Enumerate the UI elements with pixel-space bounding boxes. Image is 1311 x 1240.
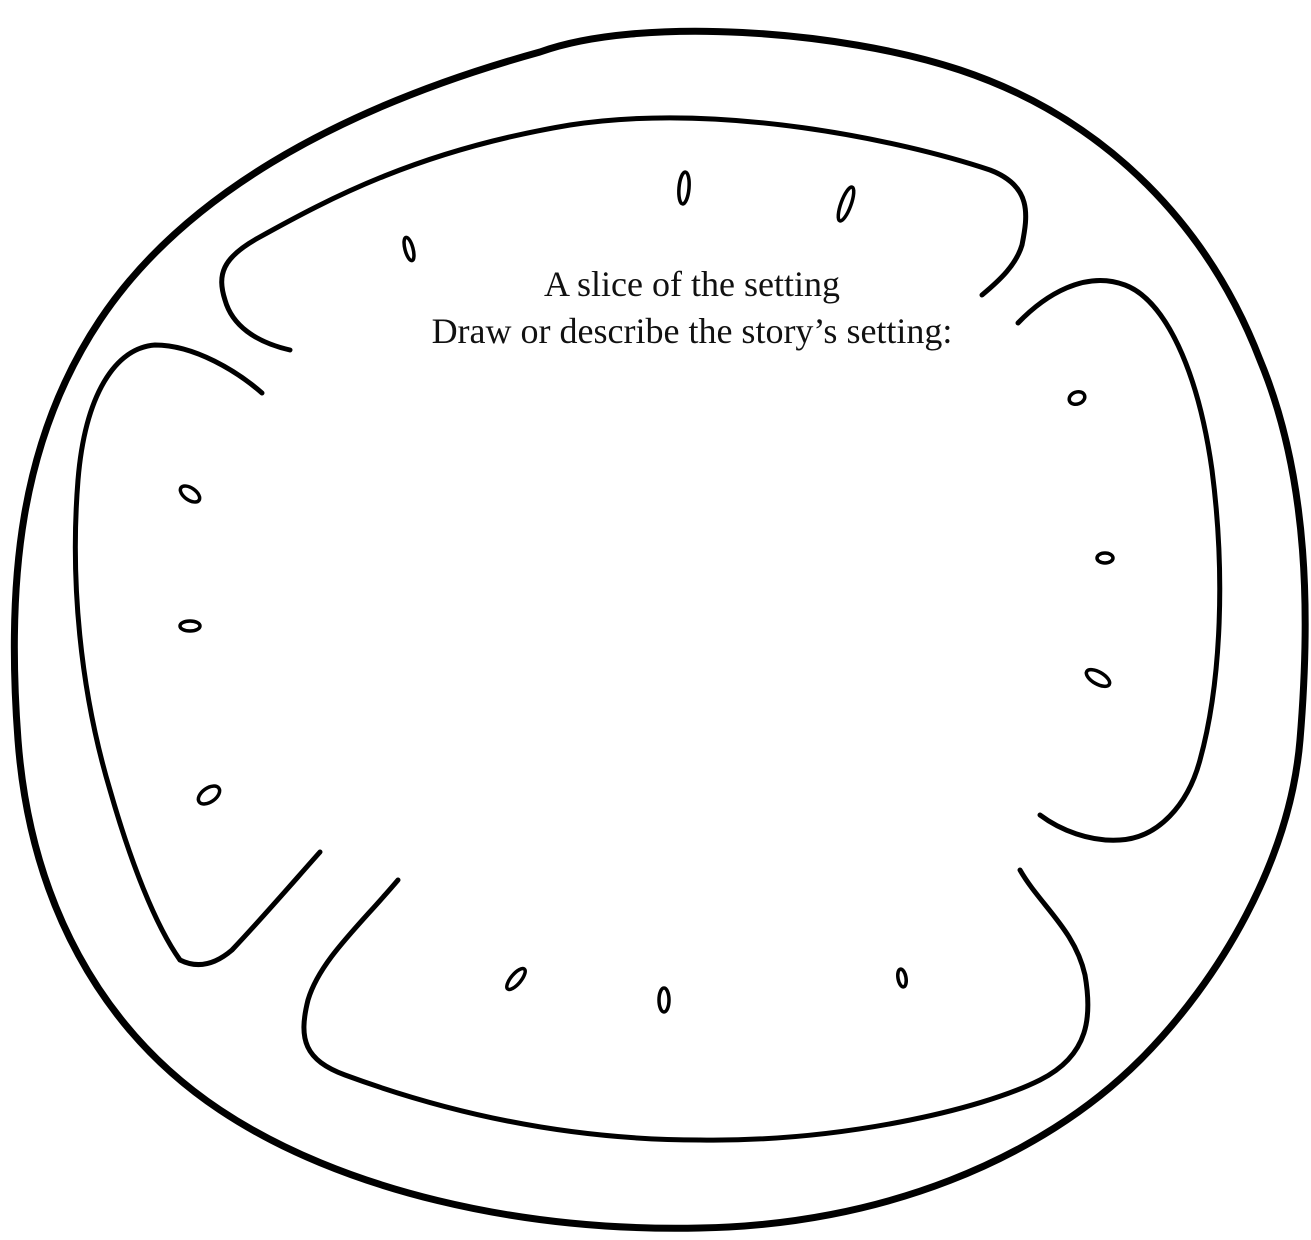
seed [678, 172, 691, 205]
seed [178, 483, 203, 505]
seed [1097, 553, 1113, 563]
seed [180, 621, 200, 631]
seed [1067, 390, 1086, 407]
seed [504, 966, 528, 992]
seed [896, 968, 907, 987]
seed [402, 236, 416, 261]
seed [659, 988, 669, 1012]
seed [195, 782, 223, 807]
worksheet-title: A slice of the setting [0, 262, 1311, 306]
segment-right-outline [1018, 280, 1220, 840]
worksheet-prompt: Draw or describe the story’s setting: [0, 309, 1311, 353]
seed [1084, 666, 1113, 689]
drawing-area[interactable] [250, 380, 1040, 940]
seed [835, 185, 857, 222]
